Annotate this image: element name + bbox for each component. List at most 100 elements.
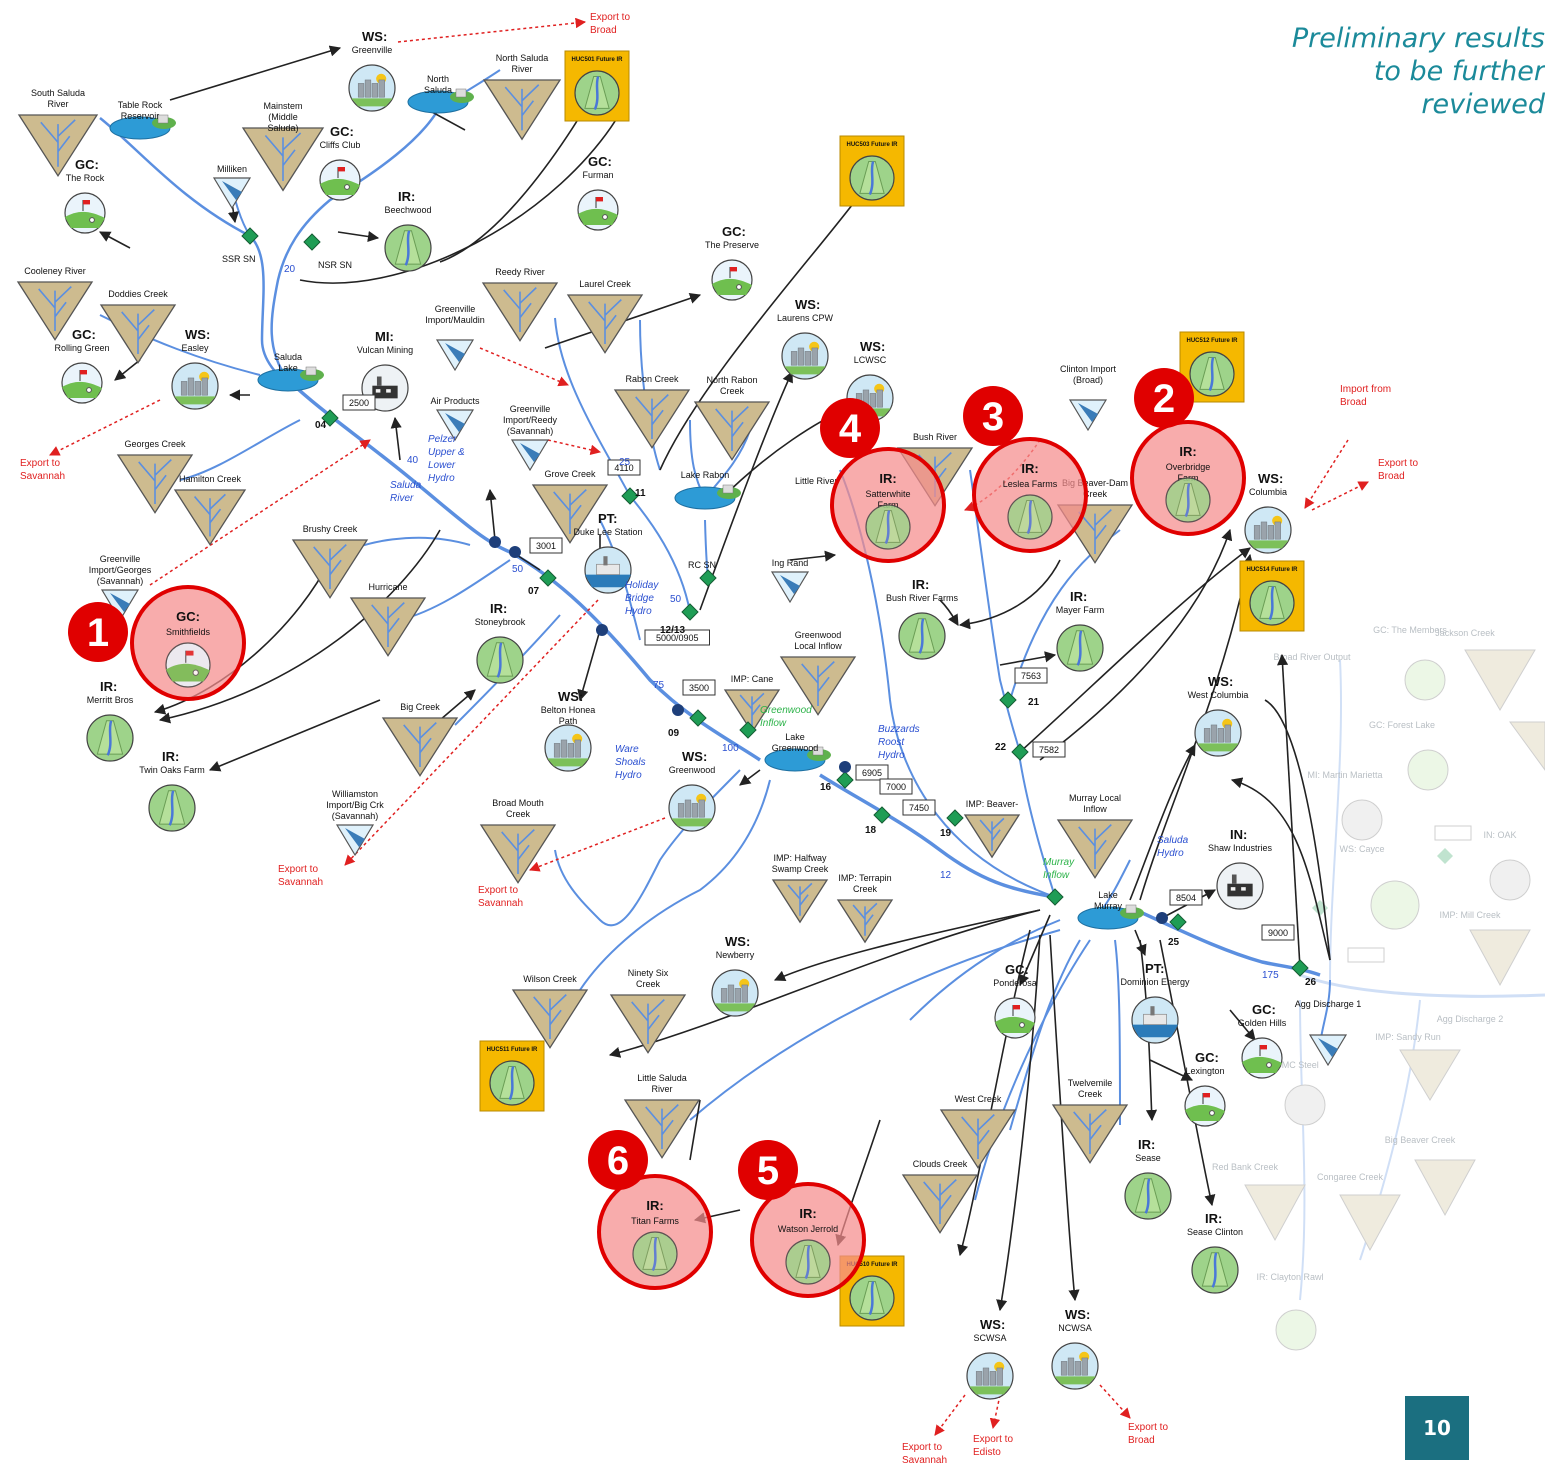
triangle-label: Creek: [1078, 1089, 1103, 1099]
node-label: The Preserve: [705, 240, 759, 250]
label-line: Upper &: [428, 447, 465, 458]
node-label: Laurens CPW: [777, 313, 834, 323]
label-line: Bridge: [625, 593, 654, 604]
label-line: Buzzards: [878, 724, 920, 735]
import-label: Air Products: [430, 396, 480, 406]
diamond-d-1213: [681, 603, 699, 621]
pt-icon: [584, 546, 632, 594]
highlight-2: IR:OverbridgeFarm2: [1130, 368, 1246, 536]
label-lbl-19: 19: [940, 828, 952, 839]
node-ws-laurens: WS:Laurens CPW: [777, 297, 834, 380]
import-label: Ing Rand: [772, 558, 809, 568]
highlight-label: Satterwhite: [865, 489, 910, 499]
hydro-dot-saluda-hydro: [1156, 912, 1168, 924]
diamond-d-nsr: [303, 233, 321, 251]
node-type: WS:: [185, 327, 210, 342]
node-type: GC:: [722, 224, 746, 239]
node-ws-greenwood: WS:Greenwood: [668, 749, 716, 832]
highlight-label: Overbridge: [1166, 462, 1211, 472]
node-ws-west-columbia: WS:West Columbia: [1188, 674, 1248, 757]
gauge-g9000: 9000: [1261, 924, 1295, 941]
gc-icon: [994, 997, 1036, 1039]
lake-label: Lake: [1098, 890, 1118, 900]
node-type: WS:: [725, 934, 750, 949]
ws-icon: [171, 362, 219, 410]
node-gc-furman: GC:Furman: [577, 154, 619, 231]
triangle-label: River: [511, 64, 532, 74]
gauge-g7000: 7000: [879, 778, 913, 795]
triangle-label: Local Inflow: [794, 641, 842, 651]
import-milliken: Milliken: [212, 164, 252, 210]
triangle-big-creek: Big Creek: [381, 702, 459, 777]
irrigation-icon: [849, 155, 895, 201]
gauge-g4110: 4110: [607, 459, 641, 476]
node-label: Easley: [181, 343, 209, 353]
highlight-label: Watson Jerrold: [778, 1224, 838, 1234]
node-label: Sease: [1135, 1153, 1161, 1163]
gauge-g8504: 8504: [1169, 889, 1203, 906]
gc-icon: [1241, 1037, 1283, 1079]
faded-label-gh-members: GC: The Members: [1373, 625, 1447, 635]
node-pt-lee: PT:Duke Lee Station: [573, 511, 643, 594]
import-label: Agg Discharge 1: [1295, 999, 1362, 1009]
faded-label-gh-redbank: Red Bank Creek: [1212, 1162, 1279, 1172]
lake-label: Reservoir: [121, 111, 160, 121]
faded-label-gh-forest: GC: Forest Lake: [1369, 720, 1435, 730]
node-label: Twin Oaks Farm: [139, 765, 205, 775]
export-label: Export to: [1128, 1422, 1168, 1433]
pt-icon: [1131, 996, 1179, 1044]
node-ws-greenville: WS:Greenville: [348, 29, 396, 112]
export-label: Broad: [1378, 471, 1405, 482]
highlight-label: Titan Farms: [631, 1216, 679, 1226]
triangle-label: Georges Creek: [124, 439, 186, 449]
node-type: IR:: [1070, 589, 1087, 604]
ir-icon: [1007, 494, 1053, 540]
import-label: (Savannah): [507, 426, 554, 436]
node-type: IR:: [490, 601, 507, 616]
import-air-products: Air Products: [430, 396, 480, 442]
ws-icon: [781, 332, 829, 380]
label-lbl-26: 26: [1305, 977, 1317, 988]
node-type: IR:: [398, 189, 415, 204]
triangle-label: Saluda): [267, 123, 298, 133]
export-label: Savannah: [278, 877, 323, 888]
export-label: Savannah: [20, 471, 65, 482]
node-type: WS:: [980, 1317, 1005, 1332]
triangle-rabon: Rabon Creek: [613, 374, 691, 449]
import-label: Import/Reedy: [503, 415, 558, 425]
triangle-label: IMP: Terrapin: [838, 873, 891, 883]
irrigation-icon: [489, 1060, 535, 1106]
triangle-label: (Middle: [268, 112, 298, 122]
node-label: Furman: [582, 170, 613, 180]
diamond-d-16: [836, 771, 854, 789]
export-label: Export to: [590, 12, 630, 23]
triangle-label: Twelvemile: [1068, 1078, 1113, 1088]
badge-number: 3: [982, 395, 1004, 439]
export-label: Edisto: [973, 1447, 1001, 1458]
triangle-label: Clouds Creek: [913, 1159, 968, 1169]
label-lbl-rc: RC SN: [688, 560, 716, 570]
label-line: Hydro: [428, 473, 455, 484]
node-label: LCWSC: [854, 355, 887, 365]
ir-icon: [86, 714, 134, 762]
label-lbl-22: 22: [995, 742, 1007, 753]
diamond-d-murray-inflow: [1046, 888, 1064, 906]
node-gc-golden: GC:Golden Hills: [1238, 1002, 1287, 1079]
node-type: GC:: [72, 327, 96, 342]
triangle-label: North Rabon: [706, 375, 757, 385]
label-line: Holiday: [625, 580, 659, 591]
highlight-type: IR:: [799, 1206, 816, 1221]
ws-icon: [966, 1352, 1014, 1400]
